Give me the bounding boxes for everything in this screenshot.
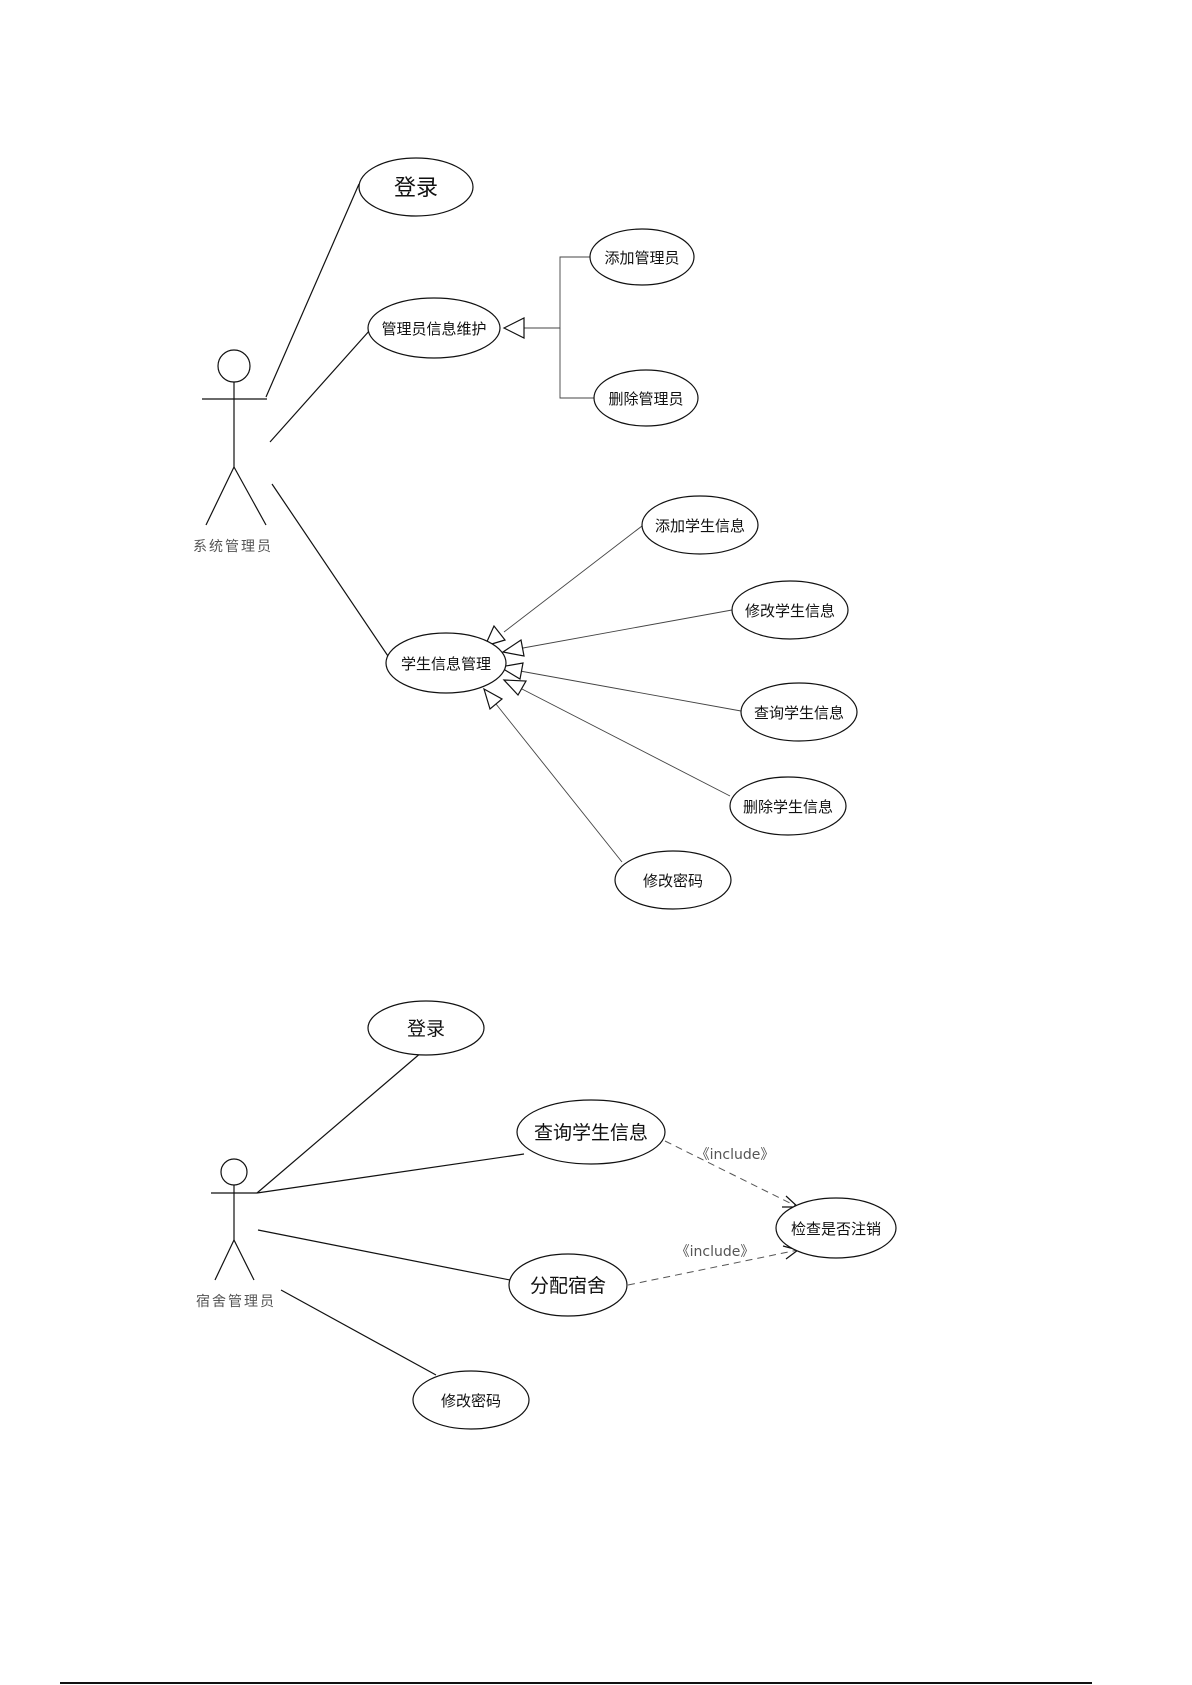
use-case-change-password: 修改密码 bbox=[615, 851, 731, 909]
use-case-add-admin: 添加管理员 bbox=[590, 229, 694, 285]
actor-head bbox=[218, 350, 250, 382]
use-case-label: 登录 bbox=[394, 176, 438, 201]
generalization-line-modify-student bbox=[523, 610, 732, 648]
use-case-label: 添加学生信息 bbox=[655, 517, 745, 535]
include-query-to-check: 《include》 bbox=[665, 1141, 798, 1207]
use-case-add-student: 添加学生信息 bbox=[642, 496, 758, 554]
use-case-admin-info: 管理员信息维护 bbox=[368, 298, 500, 358]
use-case-modify-student: 修改学生信息 bbox=[732, 581, 848, 639]
diagram-system-admin: 系统管理员 登录 bbox=[193, 158, 857, 909]
generalization-student bbox=[484, 526, 741, 862]
use-case-delete-admin: 删除管理员 bbox=[594, 370, 698, 426]
use-case-delete-student: 删除学生信息 bbox=[730, 777, 846, 835]
use-case-label: 修改密码 bbox=[441, 1392, 501, 1410]
use-case-label: 删除管理员 bbox=[608, 390, 683, 408]
association-query-student bbox=[257, 1154, 524, 1193]
generalization-admin bbox=[504, 257, 594, 398]
use-case-label: 查询学生信息 bbox=[534, 1122, 648, 1144]
association-login bbox=[266, 184, 359, 397]
include-assign-to-check: 《include》 bbox=[628, 1244, 798, 1285]
use-case-label: 查询学生信息 bbox=[754, 704, 844, 722]
generalization-line-add-student bbox=[504, 526, 642, 632]
generalization-line-change-password bbox=[496, 704, 622, 862]
association-change-password bbox=[281, 1290, 436, 1375]
actor-head bbox=[221, 1159, 247, 1185]
use-case-login: 登录 bbox=[359, 158, 473, 216]
use-case-label: 检查是否注销 bbox=[791, 1220, 881, 1238]
generalization-arrowhead bbox=[504, 318, 524, 338]
use-case-label: 修改密码 bbox=[643, 872, 703, 890]
use-case-check-cancelled: 检查是否注销 bbox=[776, 1198, 896, 1258]
actor-left-leg bbox=[206, 467, 234, 525]
use-case-label: 学生信息管理 bbox=[401, 655, 491, 673]
actor-label: 宿舍管理员 bbox=[196, 1293, 276, 1310]
actor-left-leg bbox=[215, 1240, 234, 1280]
association-student-info bbox=[272, 484, 392, 662]
use-case-query-student: 查询学生信息 bbox=[517, 1100, 665, 1164]
actor-dorm-admin: 宿舍管理员 bbox=[196, 1159, 276, 1310]
diagram-dorm-admin: 宿舍管理员 《include》 《include》 登录 查询学生信息 bbox=[196, 1001, 896, 1429]
actor-right-leg bbox=[234, 1240, 254, 1280]
actor-label: 系统管理员 bbox=[193, 539, 273, 555]
generalization-line-delete-admin bbox=[560, 328, 594, 398]
include-stereotype: 《include》 bbox=[676, 1244, 755, 1260]
association-login bbox=[257, 1052, 422, 1193]
use-case-change-password: 修改密码 bbox=[413, 1371, 529, 1429]
generalization-arrowhead bbox=[503, 640, 524, 656]
use-case-label: 删除学生信息 bbox=[743, 798, 833, 816]
generalization-line-add-admin bbox=[524, 257, 590, 328]
use-case-label: 修改学生信息 bbox=[745, 602, 835, 620]
generalization-arrowhead bbox=[484, 689, 502, 709]
association-assign-dorm bbox=[258, 1230, 520, 1282]
generalization-line-delete-student bbox=[522, 689, 730, 796]
association-admin-info bbox=[270, 330, 370, 442]
actor-right-leg bbox=[234, 467, 266, 525]
use-case-student-info: 学生信息管理 bbox=[386, 633, 506, 693]
actor-system-admin: 系统管理员 bbox=[193, 350, 273, 555]
use-case-label: 分配宿舍 bbox=[530, 1275, 606, 1297]
use-case-label: 管理员信息维护 bbox=[381, 320, 486, 338]
include-stereotype: 《include》 bbox=[696, 1147, 775, 1163]
use-case-assign-dorm: 分配宿舍 bbox=[509, 1254, 627, 1316]
use-case-label: 登录 bbox=[407, 1018, 445, 1040]
use-case-query-student: 查询学生信息 bbox=[741, 683, 857, 741]
use-case-label: 添加管理员 bbox=[604, 249, 679, 267]
generalization-arrowhead bbox=[504, 680, 526, 695]
use-case-login: 登录 bbox=[368, 1001, 484, 1055]
